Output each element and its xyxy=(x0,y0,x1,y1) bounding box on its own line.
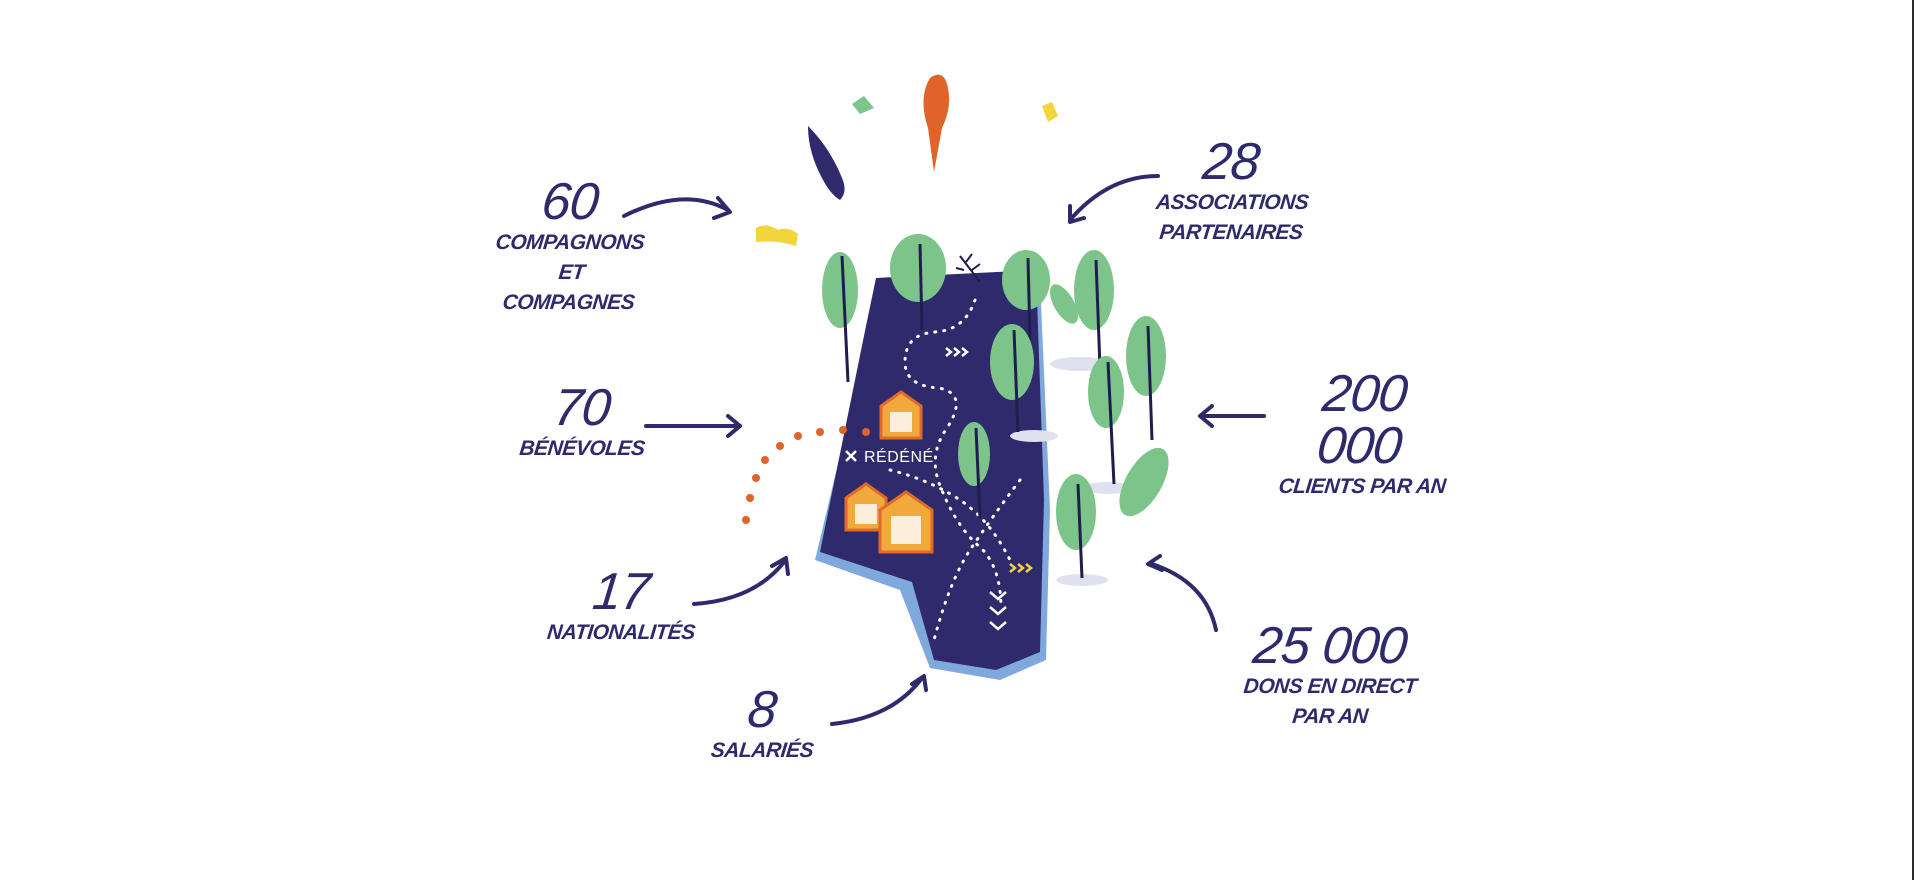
stat-label: ET COMPAGNES xyxy=(501,261,636,314)
tree-icon xyxy=(822,252,858,383)
stat-label: PAR AN xyxy=(1291,705,1369,728)
stat-number: 60 xyxy=(539,173,601,231)
stat-number: 8 xyxy=(744,681,780,739)
bush-icon xyxy=(1119,447,1169,517)
fern-icon xyxy=(955,253,981,283)
tree-icon xyxy=(1126,316,1166,441)
tree-icon xyxy=(958,422,990,519)
land-mass xyxy=(820,270,1044,670)
arrow-icon xyxy=(1198,404,1266,428)
stat-benevoles: 70 BÉNÉVOLES xyxy=(512,379,652,464)
tree-icon xyxy=(890,234,946,331)
place-marker: RÉDÉNÉ xyxy=(845,447,934,466)
yellow-chevrons xyxy=(1009,563,1034,573)
arrow-icon xyxy=(1068,174,1160,224)
direction-chevrons xyxy=(945,347,1007,631)
stat-number: 17 xyxy=(590,563,652,621)
stat-number: 70 xyxy=(551,379,613,437)
arrow-icon xyxy=(644,414,742,438)
house-icon xyxy=(879,390,923,440)
tree-icon xyxy=(1088,356,1124,485)
orange-dotted-arc xyxy=(742,426,870,524)
cross-icon xyxy=(845,450,857,462)
stat-clients: 200 000 CLIENTS PAR AN xyxy=(1272,365,1452,502)
tree-icon xyxy=(1056,474,1096,579)
stat-label: PARTENAIRES xyxy=(1158,221,1304,244)
tree-icon xyxy=(1002,250,1050,341)
tree-icon xyxy=(1074,250,1114,369)
stat-label: ASSOCIATIONS xyxy=(1154,191,1310,214)
walking-path xyxy=(888,298,1022,642)
stat-number: 200 000 xyxy=(1314,365,1410,475)
bush-icon xyxy=(1050,284,1078,324)
stat-number: 25 000 xyxy=(1250,617,1410,675)
house-icon xyxy=(844,482,888,532)
green-leaf-icon xyxy=(852,96,874,114)
place-label: RÉDÉNÉ xyxy=(864,447,934,466)
tree-icon xyxy=(990,324,1034,433)
stat-associations: 28 ASSOCIATIONS PARTENAIRES xyxy=(1154,133,1310,248)
stat-salaries: 8 SALARIÉS xyxy=(709,681,815,766)
stat-dons: 25 000 DONS EN DIRECT PAR AN xyxy=(1240,617,1420,732)
stat-label: DONS EN DIRECT xyxy=(1242,675,1418,698)
navy-feather-icon xyxy=(808,126,845,200)
stat-label: BÉNÉVOLES xyxy=(518,437,646,460)
stat-label: SALARIÉS xyxy=(709,739,815,762)
house-icon xyxy=(878,490,934,554)
arrow-icon xyxy=(622,196,732,220)
stat-label: COMPAGNONS xyxy=(494,231,646,254)
yellow-flag-icon xyxy=(756,225,798,246)
page-edge-divider xyxy=(1912,0,1914,880)
stat-label: CLIENTS PAR AN xyxy=(1277,475,1447,498)
stat-label: NATIONALITÉS xyxy=(546,621,697,644)
arrow-icon xyxy=(692,556,790,606)
arrow-icon xyxy=(830,674,928,726)
arrow-icon xyxy=(1146,554,1218,632)
stat-number: 28 xyxy=(1200,133,1262,191)
stat-nationalites: 17 NATIONALITÉS xyxy=(546,563,697,648)
yellow-drop-icon xyxy=(1042,102,1058,122)
orange-flame-icon xyxy=(923,74,950,172)
stat-compagnons: 60 COMPAGNONS ET COMPAGNES xyxy=(490,173,650,318)
